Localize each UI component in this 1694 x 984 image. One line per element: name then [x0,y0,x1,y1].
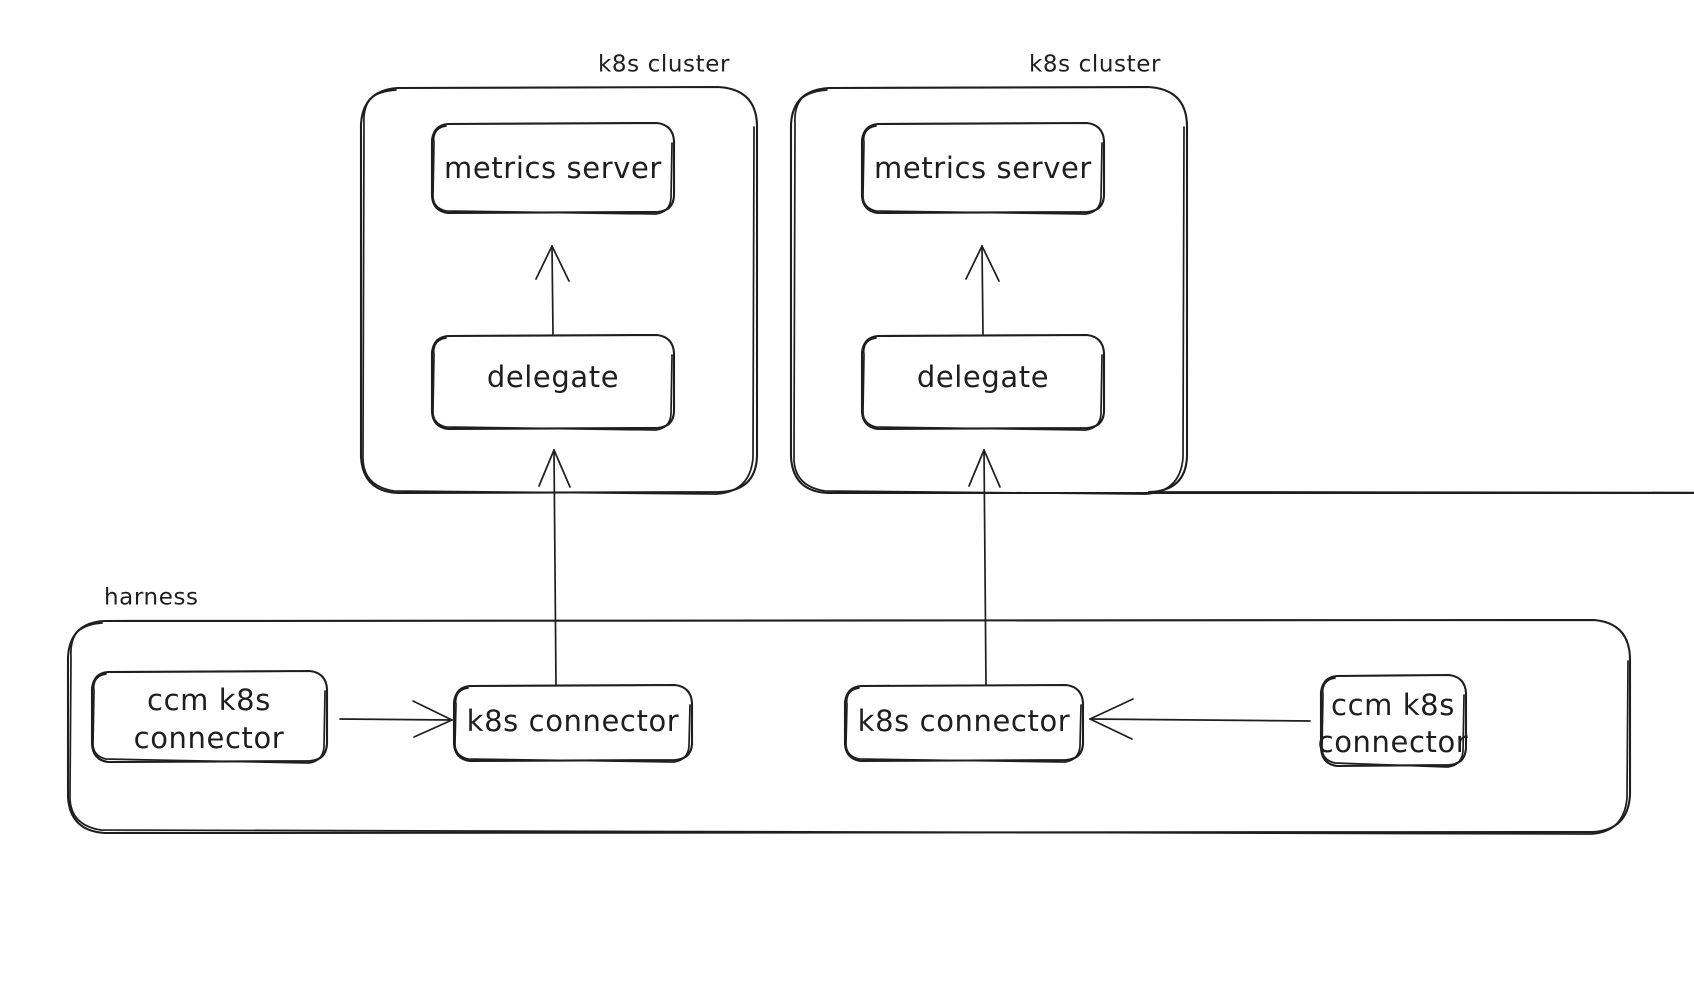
node-label-ccm-k8s-connector-right-line2: connector [1318,725,1469,759]
edge-ccm-right-to-k8s-connector-right [1089,698,1311,740]
node-label-k8s-connector-left: k8s connector [467,704,680,738]
group-harness[interactable] [66,618,1632,835]
node-label-k8s-connector-right: k8s connector [858,704,1071,738]
node-label-ccm-k8s-connector-left-line1: ccm k8s [147,683,271,717]
group-label-harness: harness [104,585,199,611]
group-k8s-cluster-left[interactable] [359,85,759,495]
node-ccm-k8s-connector-left[interactable] [90,669,329,764]
node-delegate-left[interactable] [430,333,676,431]
edge-delegate-right-to-metrics-server-right [965,245,1000,335]
node-label-delegate-left: delegate [487,360,619,394]
group-label-k8s-cluster-right: k8s cluster [1029,52,1161,78]
edge-ccm-left-to-k8s-connector-left [339,700,453,738]
node-label-metrics-server-right: metrics server [874,151,1092,185]
node-metrics-server-right[interactable] [860,121,1106,215]
group-k8s-cluster-right[interactable] [789,85,1694,495]
node-delegate-right[interactable] [860,333,1106,431]
node-label-delegate-right: delegate [917,360,1049,394]
node-label-ccm-k8s-connector-right-line1: ccm k8s [1331,688,1455,722]
node-k8s-connector-left[interactable] [452,683,694,763]
edge-k8s-connector-right-to-delegate-right [968,449,1001,686]
edge-k8s-connector-left-to-delegate-left [538,449,571,686]
edge-delegate-left-to-metrics-server-left [535,245,570,335]
group-label-k8s-cluster-left: k8s cluster [598,52,730,78]
node-metrics-server-left[interactable] [430,121,676,215]
node-ccm-k8s-connector-right[interactable] [1319,673,1468,768]
node-label-ccm-k8s-connector-left-line2: connector [134,721,285,755]
node-label-metrics-server-left: metrics server [444,151,662,185]
node-k8s-connector-right[interactable] [843,683,1085,763]
